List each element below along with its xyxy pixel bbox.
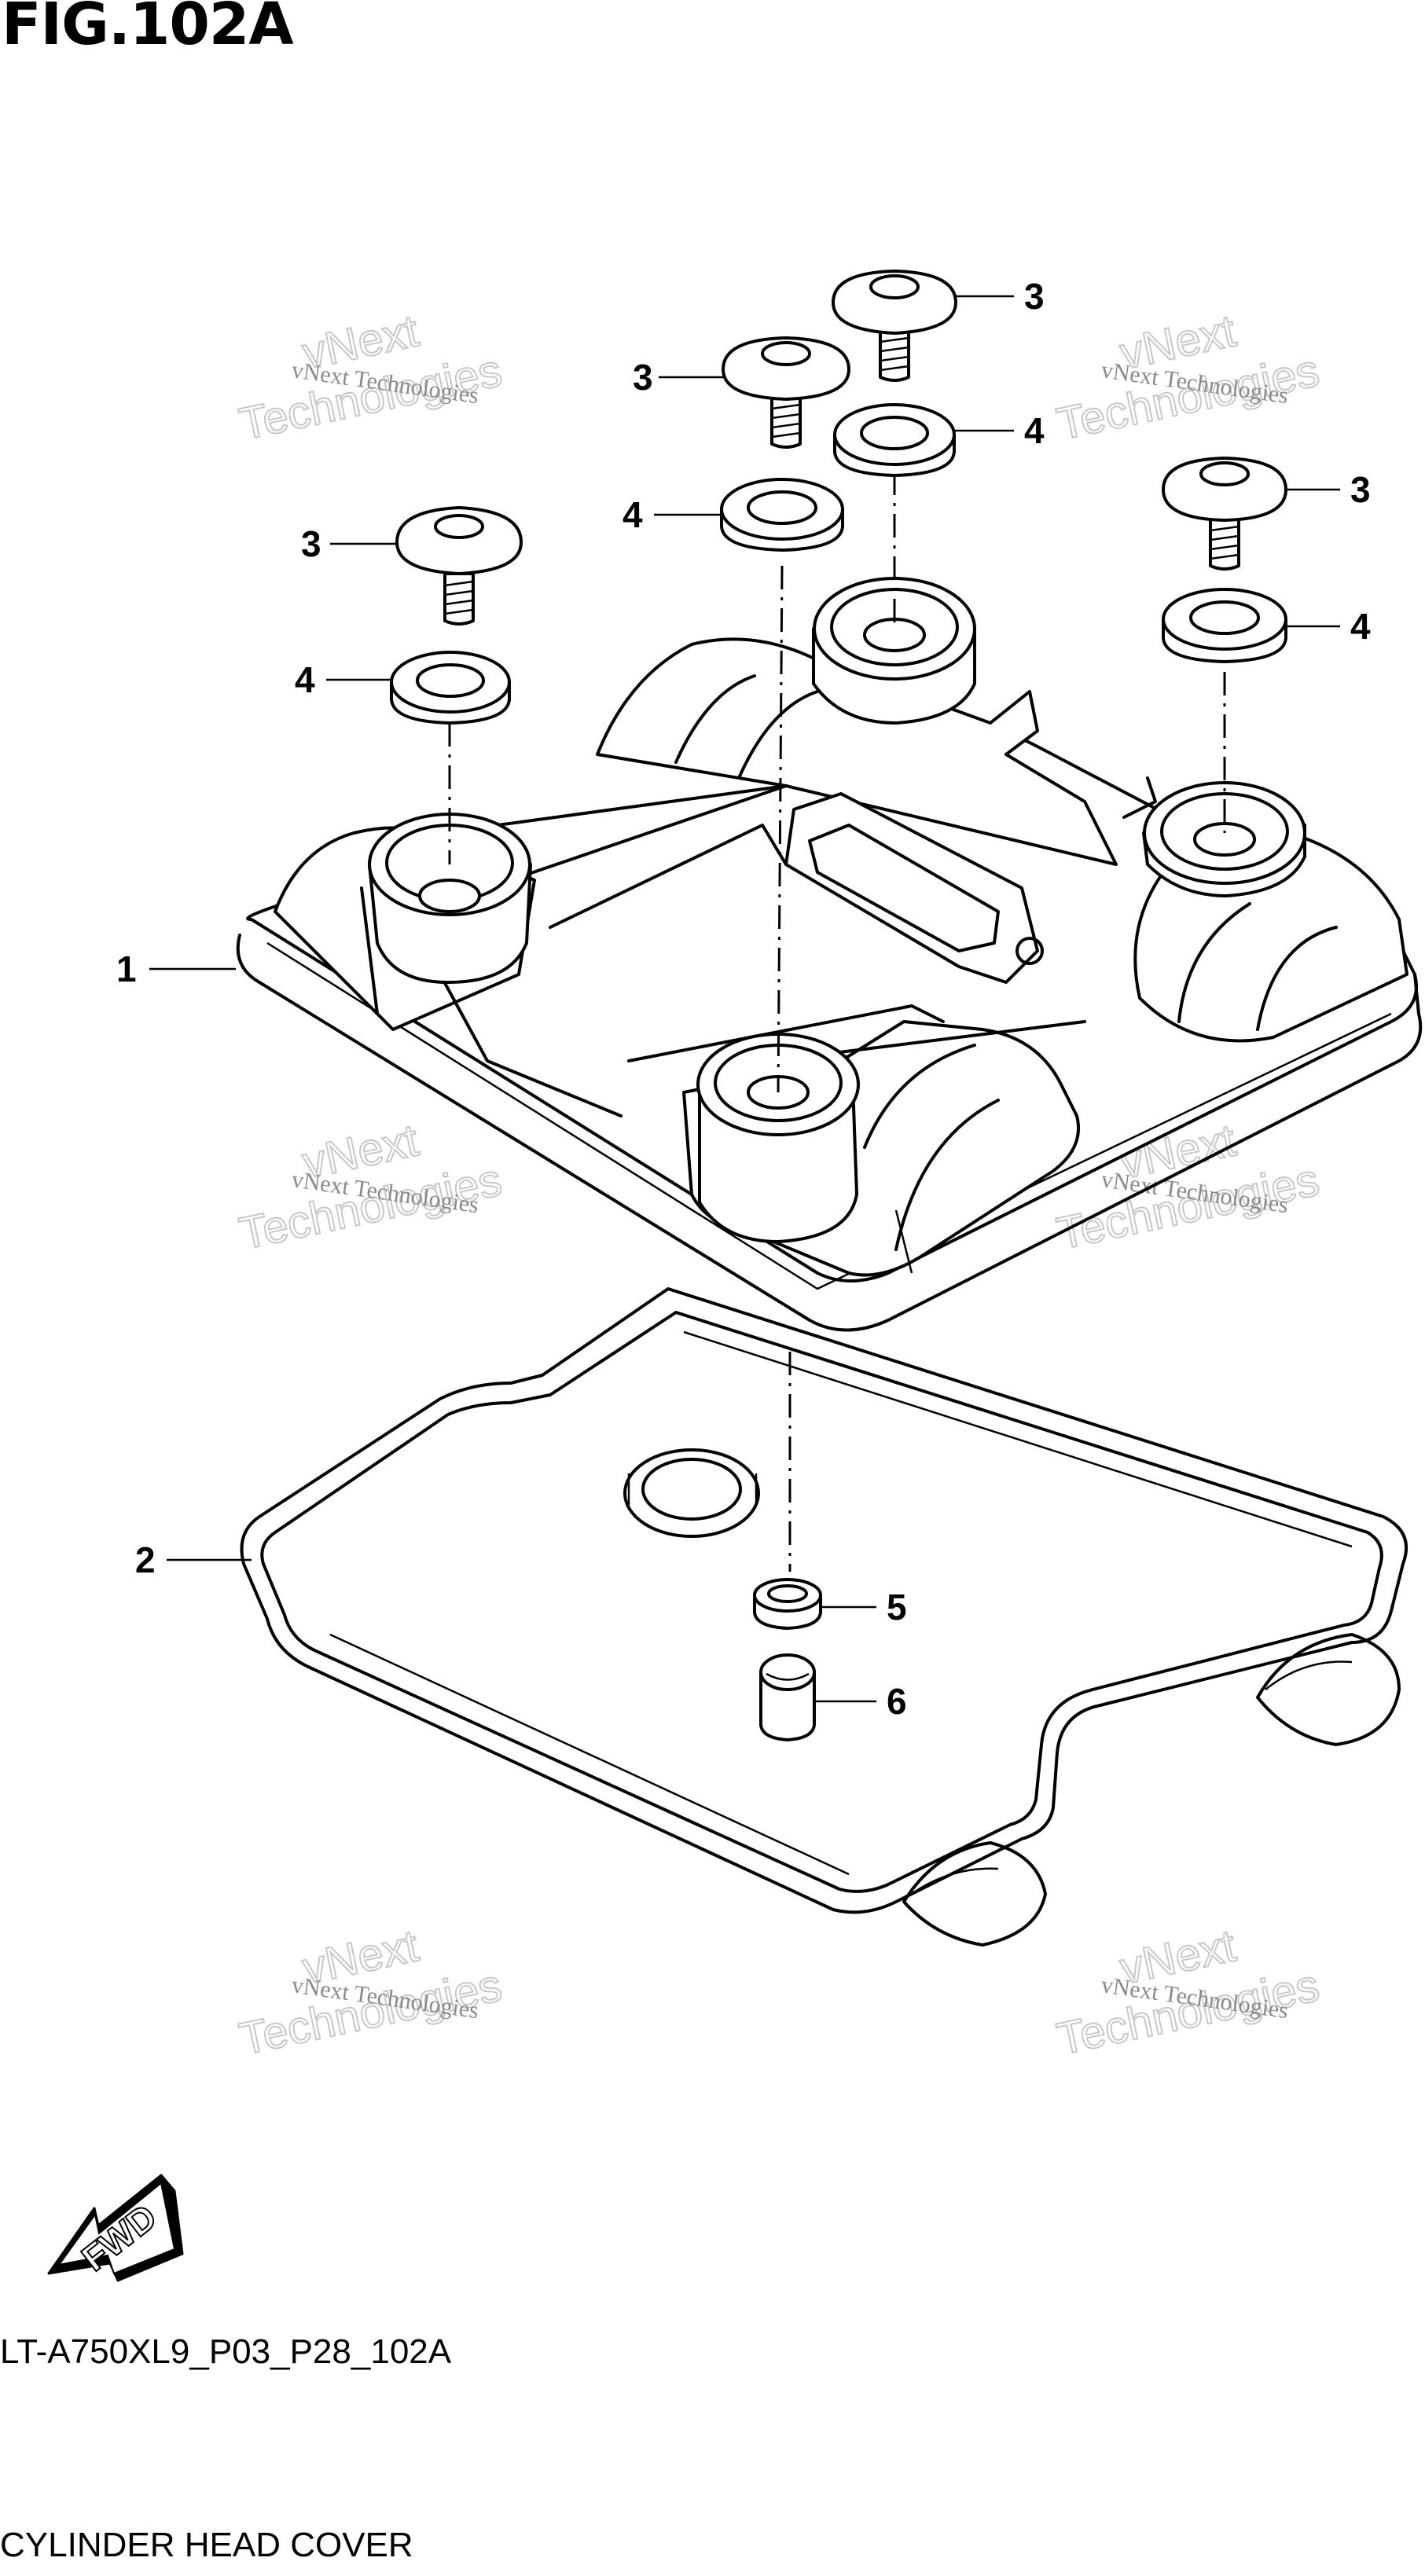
bolt-part-a	[395, 506, 523, 626]
callout-3-top: 3	[1024, 276, 1045, 317]
callout-4-left: 4	[295, 659, 315, 700]
callout-3-right: 3	[1350, 469, 1371, 510]
cylinder-head-cover-part	[236, 577, 1423, 1332]
bolt-part-c	[832, 270, 957, 382]
watermark-mid-left: vNext Technologies vNext Technologies	[234, 1114, 507, 1260]
washer-part-d	[1162, 588, 1287, 663]
watermark-bottom-right: vNext Technologies vNext Technologies	[1052, 1919, 1324, 2065]
callouts: 1 2 3 3 3 3 4 4 4 4 5 6	[116, 276, 1371, 1722]
watermark-top-right: vNext Technologies vNext Technologies	[1052, 304, 1324, 450]
dowel-pin-part	[759, 1653, 816, 1741]
figure-code: LT-A750XL9_P03_P28_102A	[0, 2332, 452, 2371]
gasket-part	[240, 1287, 1408, 1947]
washer-part-c	[833, 403, 956, 477]
callout-4-top: 4	[1024, 410, 1045, 451]
callout-3-left: 3	[301, 523, 321, 564]
figure-title: FIG.102A	[2, 0, 294, 58]
fwd-arrow-icon: FWD	[47, 2174, 184, 2282]
callout-4-mid: 4	[623, 494, 643, 535]
callout-6: 6	[887, 1681, 907, 1722]
watermark-top-left: vNext Technologies vNext Technologies	[234, 304, 507, 450]
bolt-part-b	[722, 336, 850, 449]
callout-5: 5	[887, 1587, 907, 1627]
callout-2: 2	[135, 1539, 156, 1580]
leader-lines	[149, 295, 1340, 1703]
plug-seal-ring	[623, 1448, 760, 1538]
bolt-part-d	[1162, 457, 1287, 571]
boss-top	[812, 577, 976, 725]
washer-part-a	[390, 651, 511, 725]
washer-part-b	[720, 478, 844, 552]
callout-4-right: 4	[1350, 606, 1371, 647]
watermark-bottom-left: vNext Technologies vNext Technologies	[234, 1919, 507, 2065]
alignment-lines	[448, 472, 1226, 1572]
figure-name: CYLINDER HEAD COVER	[0, 2526, 413, 2564]
seal-part	[753, 1578, 822, 1630]
callout-3-mid: 3	[633, 357, 653, 398]
callout-1: 1	[116, 949, 137, 989]
